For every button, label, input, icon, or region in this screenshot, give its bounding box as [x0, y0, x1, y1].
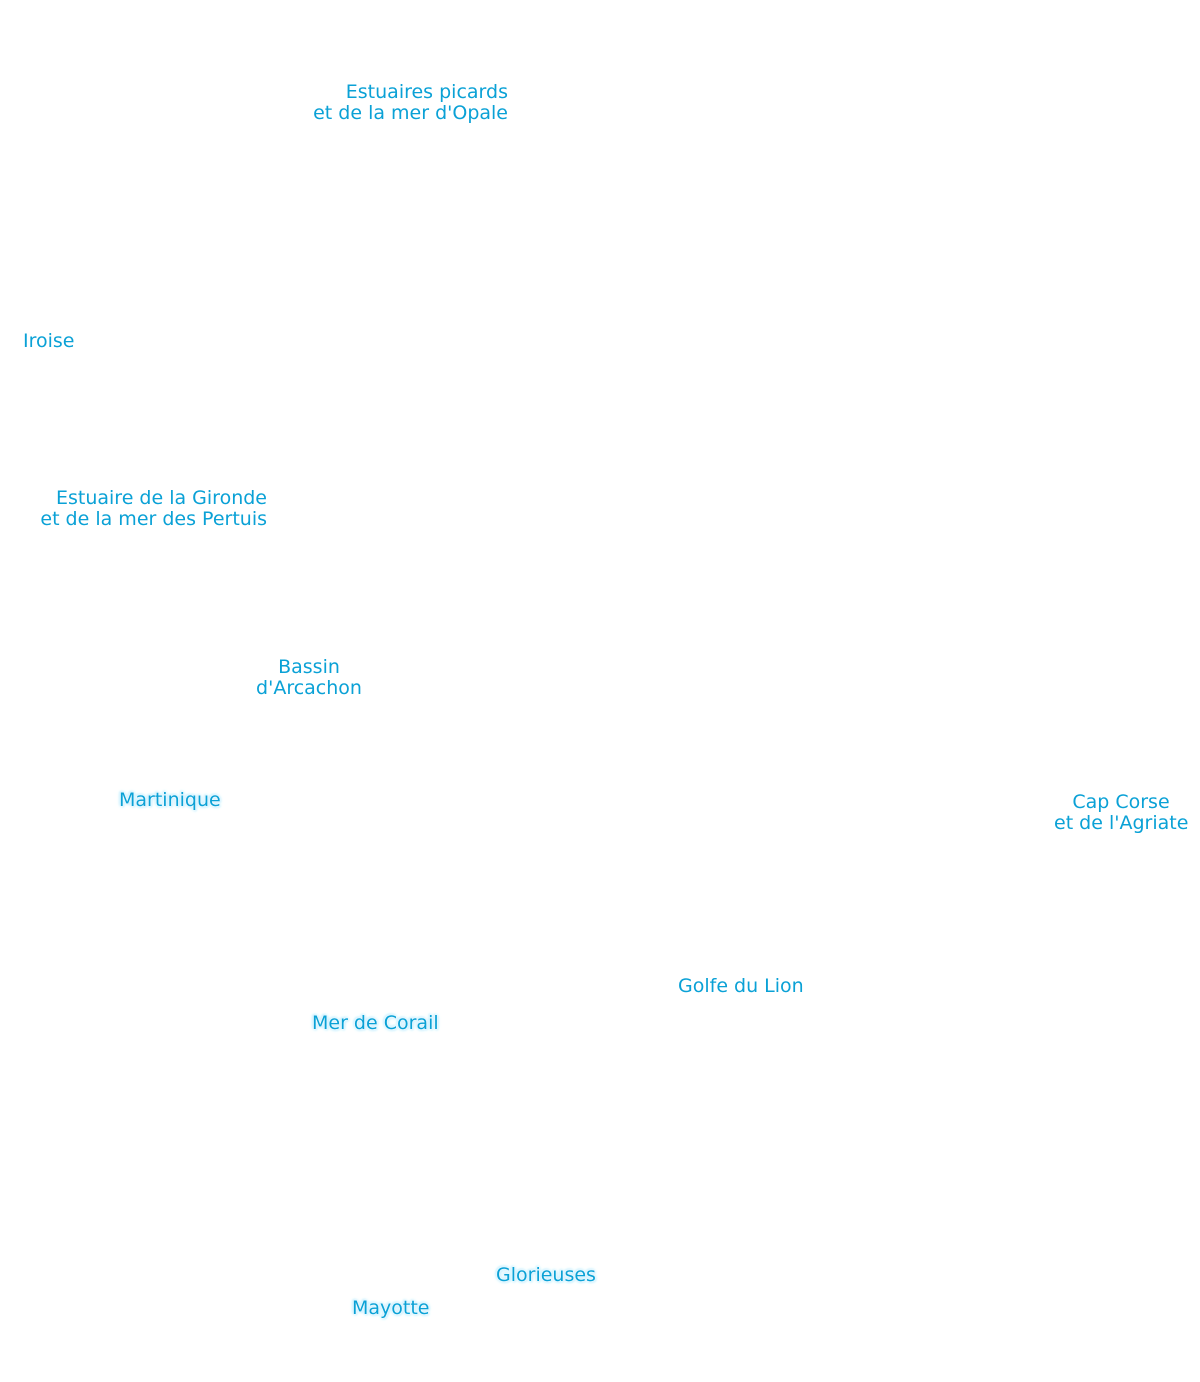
- map-label-line: et de la mer des Pertuis: [40, 508, 267, 530]
- map-label-line: Estuaires picards: [345, 81, 508, 103]
- map-label-line: et de l'Agriate: [1054, 812, 1189, 834]
- map-label-gironde[interactable]: Estuaire de la Gironde et de la mer des …: [40, 488, 267, 530]
- map-label-glorieuses[interactable]: Glorieuses: [496, 1265, 596, 1286]
- map-label-line: Martinique: [119, 789, 221, 811]
- map-label-line: Golfe du Lion: [678, 975, 804, 997]
- map-label-line: d'Arcachon: [256, 677, 362, 699]
- map-label-cap-corse[interactable]: Cap Corse et de l'Agriate: [1054, 792, 1188, 834]
- map-label-mayotte[interactable]: Mayotte: [352, 1298, 430, 1319]
- map-label-arcachon[interactable]: Bassin d'Arcachon: [250, 657, 368, 699]
- map-label-estuaires-picards[interactable]: Estuaires picards et de la mer d'Opale: [313, 82, 508, 124]
- map-label-line: Estuaire de la Gironde: [55, 487, 267, 509]
- map-label-martinique[interactable]: Martinique: [119, 790, 221, 811]
- map-label-line: Iroise: [23, 330, 75, 352]
- map-label-line: Bassin: [278, 656, 340, 678]
- map-label-iroise[interactable]: Iroise: [23, 331, 75, 352]
- map-label-line: Mayotte: [352, 1297, 430, 1319]
- map-label-line: et de la mer d'Opale: [313, 102, 508, 124]
- map-label-line: Cap Corse: [1072, 791, 1170, 813]
- map-label-golfe-du-lion[interactable]: Golfe du Lion: [678, 976, 804, 997]
- map-label-mer-de-corail[interactable]: Mer de Corail: [312, 1013, 439, 1034]
- map-label-line: Glorieuses: [496, 1264, 596, 1286]
- map-label-line: Mer de Corail: [312, 1012, 439, 1034]
